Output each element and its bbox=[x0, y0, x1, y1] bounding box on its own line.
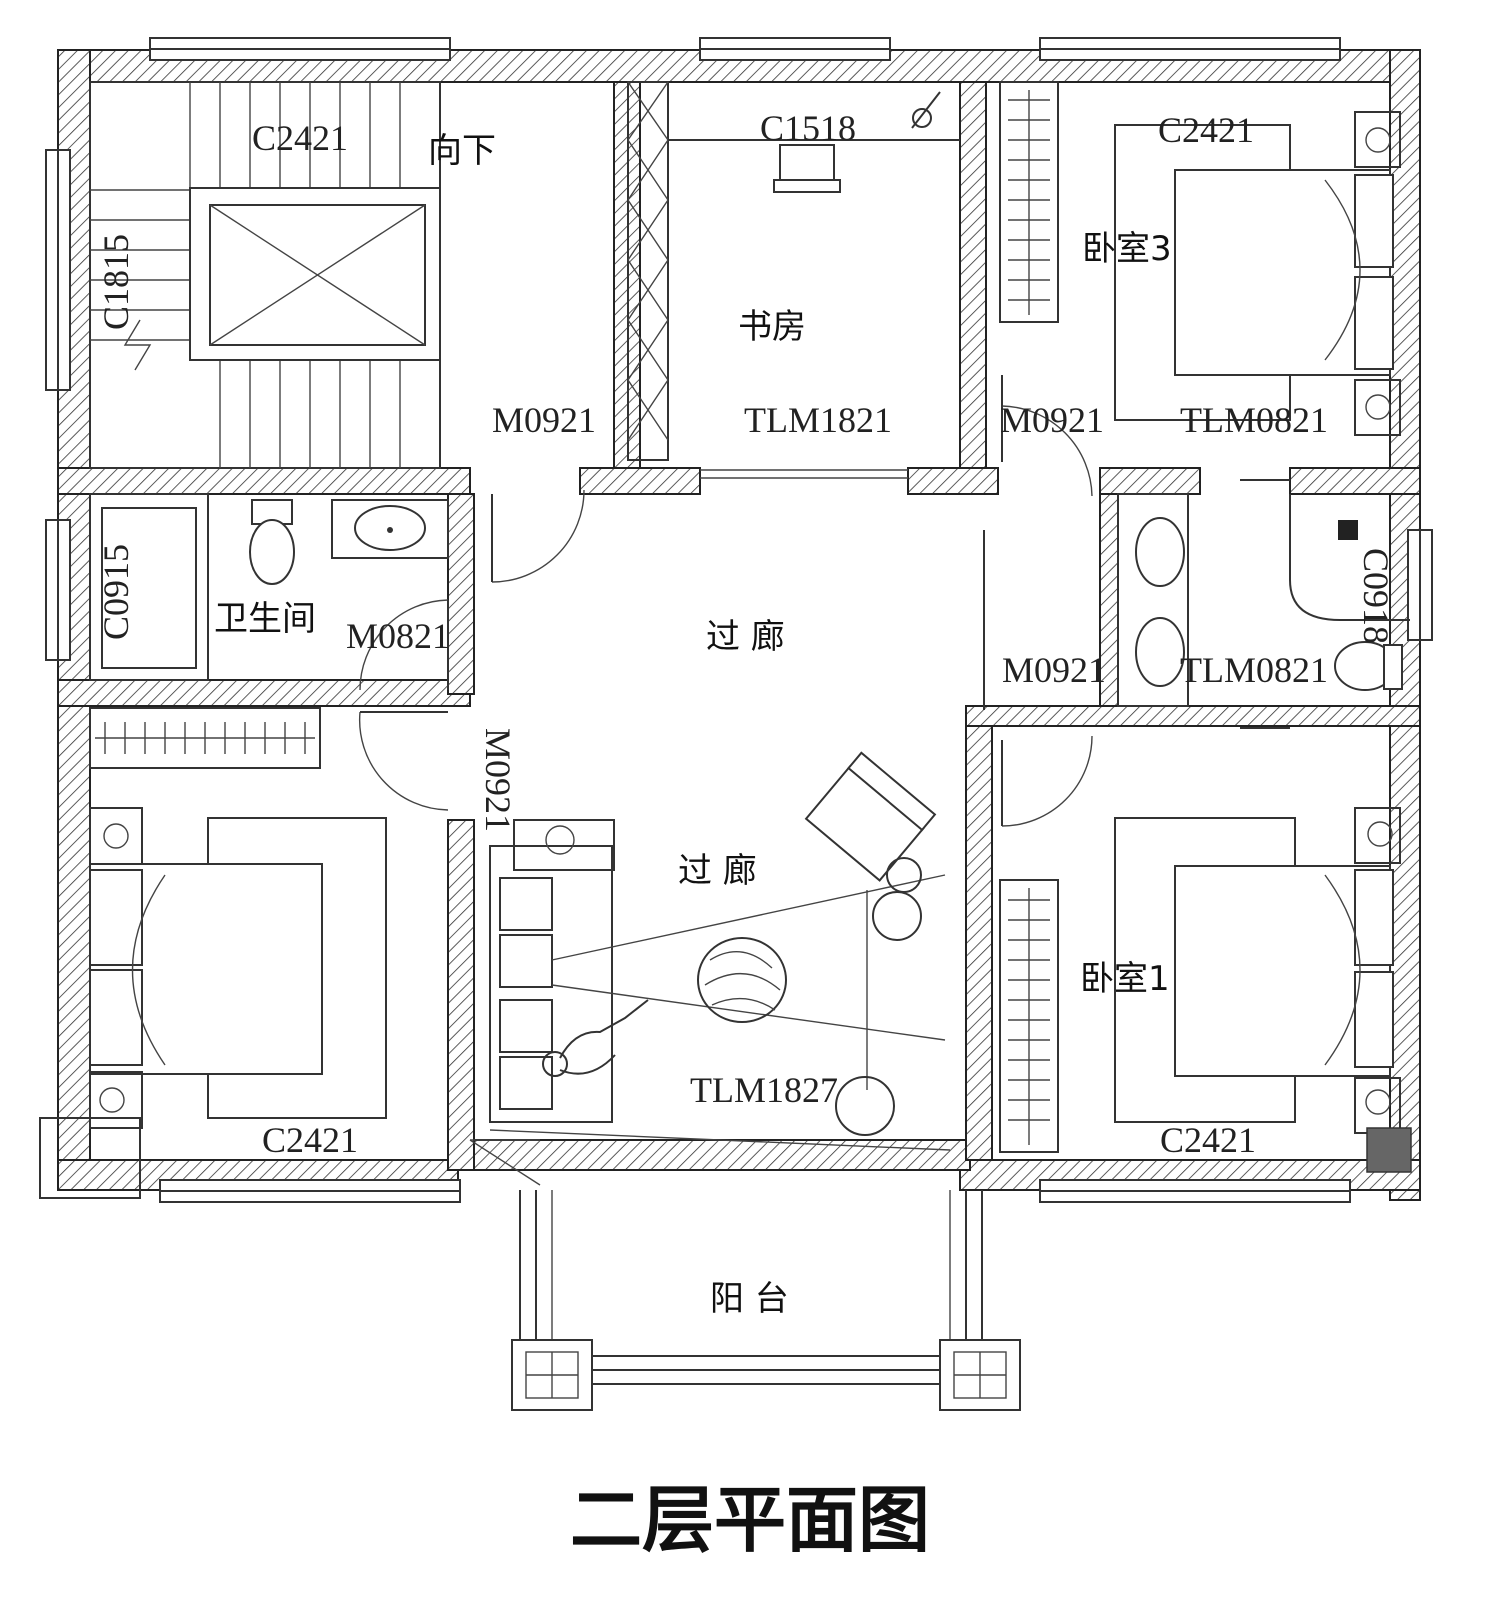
code-c2421-bedroom-west: C2421 bbox=[262, 1120, 358, 1160]
code-tlm1827: TLM1827 bbox=[690, 1070, 838, 1110]
interior-walls bbox=[57, 81, 1421, 1171]
code-m0921-corridor: M0921 bbox=[1002, 650, 1106, 690]
code-tlm1821: TLM1821 bbox=[744, 400, 892, 440]
balcony-structure bbox=[511, 1190, 1021, 1411]
corridor-upper-features bbox=[491, 375, 1093, 827]
bedroom1-label: 卧室1 bbox=[1080, 959, 1170, 999]
opening-codes: C2421 C1518 C2421 C1815 M0921 TLM1821 M0… bbox=[96, 108, 1396, 1160]
corridor-lower-label: 过 廊 bbox=[678, 851, 757, 891]
code-c2421-bedroom3: C2421 bbox=[1158, 110, 1254, 150]
code-c2421-bedroom1: C2421 bbox=[1160, 1120, 1256, 1160]
bedroom3-furniture bbox=[999, 81, 1401, 436]
study-label: 书房 bbox=[738, 307, 806, 347]
balcony-label: 阳 台 bbox=[710, 1279, 789, 1319]
code-c1815: C1815 bbox=[96, 234, 136, 330]
bedroom-west-furniture bbox=[39, 707, 449, 1199]
code-tlm0821-bedroom3: TLM0821 bbox=[1180, 400, 1328, 440]
ensuite-furniture bbox=[1117, 479, 1410, 729]
code-tlm0821-ensuite: TLM0821 bbox=[1180, 650, 1328, 690]
staircase bbox=[89, 81, 441, 469]
plan-title: 二层平面图 bbox=[570, 1478, 930, 1562]
bedroom3-label: 卧室3 bbox=[1082, 229, 1172, 269]
bathroom-furniture bbox=[89, 493, 449, 691]
stair-down-label: 向下 bbox=[428, 131, 496, 171]
code-m0921-stair: M0921 bbox=[492, 400, 596, 440]
bedroom1-furniture bbox=[999, 807, 1412, 1173]
corridor-upper-label: 过 廊 bbox=[706, 617, 785, 657]
bathroom-label: 卫生间 bbox=[214, 599, 316, 639]
lounge-furniture bbox=[469, 751, 951, 1186]
code-m0921-vertical: M0921 bbox=[478, 728, 518, 832]
study-furniture bbox=[627, 81, 960, 479]
code-m0821: M0821 bbox=[346, 616, 450, 656]
code-c1518: C1518 bbox=[760, 108, 856, 148]
room-labels: 向下 书房 卧室3 卫生间 过 廊 过 廊 卧室1 阳 台 bbox=[214, 131, 1172, 1319]
code-c0915: C0915 bbox=[96, 544, 136, 640]
code-m0921-bedroom3: M0921 bbox=[1000, 400, 1104, 440]
code-c2421-stair: C2421 bbox=[252, 118, 348, 158]
code-c0918: C0918 bbox=[1356, 548, 1396, 644]
windows bbox=[45, 37, 1433, 1203]
